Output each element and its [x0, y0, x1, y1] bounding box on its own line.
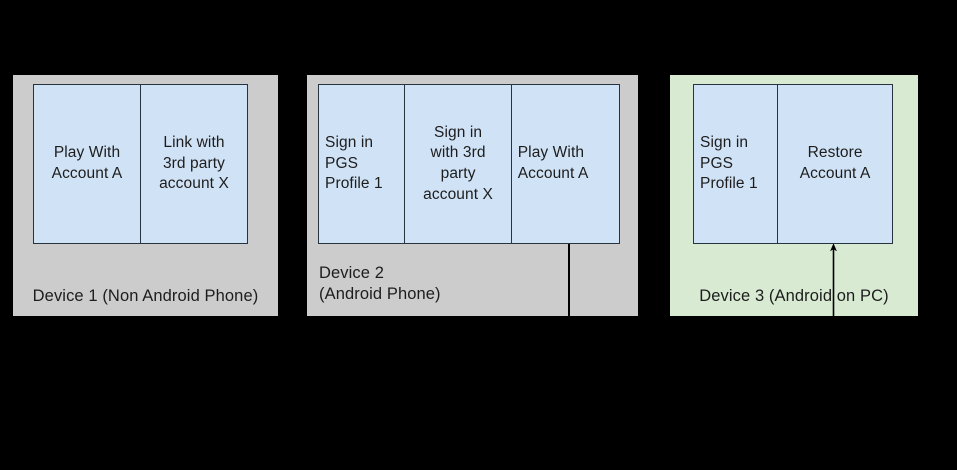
- device-2-step-strip: Sign in PGS Profile 1 Sign in with 3rd p…: [318, 84, 620, 244]
- device-2-step-1[interactable]: Sign in PGS Profile 1: [319, 85, 406, 243]
- device-2-step-2[interactable]: Sign in with 3rd party account X: [405, 85, 512, 243]
- device-3-step-2[interactable]: Restore Account A: [778, 85, 892, 243]
- device-3-label: Device 3 (Android on PC): [699, 287, 889, 305]
- device-1-label: Device 1 (Non Android Phone): [32, 287, 259, 305]
- device-3-step-1[interactable]: Sign in PGS Profile 1: [694, 85, 779, 243]
- device-1-step-1-label: Play With Account A: [51, 144, 123, 182]
- device-2-step-1-label: Sign in PGS Profile 1: [325, 134, 383, 193]
- device-3-inflow-arrow: [830, 243, 837, 318]
- device-1-step-1[interactable]: Play With Account A: [34, 85, 141, 243]
- device-1-step-2[interactable]: Link with 3rd party account X: [141, 85, 247, 243]
- device-1-step-strip: Play With Account A Link with 3rd party …: [33, 84, 248, 244]
- device-3-step-2-label: Restore Account A: [799, 144, 871, 182]
- device-2-step-2-label: Sign in with 3rd party account X: [423, 123, 493, 203]
- device-2-outflow-connector: [568, 244, 570, 316]
- device-3-step-strip: Sign in PGS Profile 1 Restore Account A: [693, 84, 893, 244]
- device-2-label: Device 2 (Android Phone): [319, 264, 441, 304]
- device-2-step-3[interactable]: Play With Account A: [511, 85, 619, 243]
- device-1-step-2-label: Link with 3rd party account X: [159, 134, 229, 193]
- device-3-step-1-label: Sign in PGS Profile 1: [700, 134, 758, 193]
- device-2-step-3-label: Play With Account A: [517, 144, 589, 182]
